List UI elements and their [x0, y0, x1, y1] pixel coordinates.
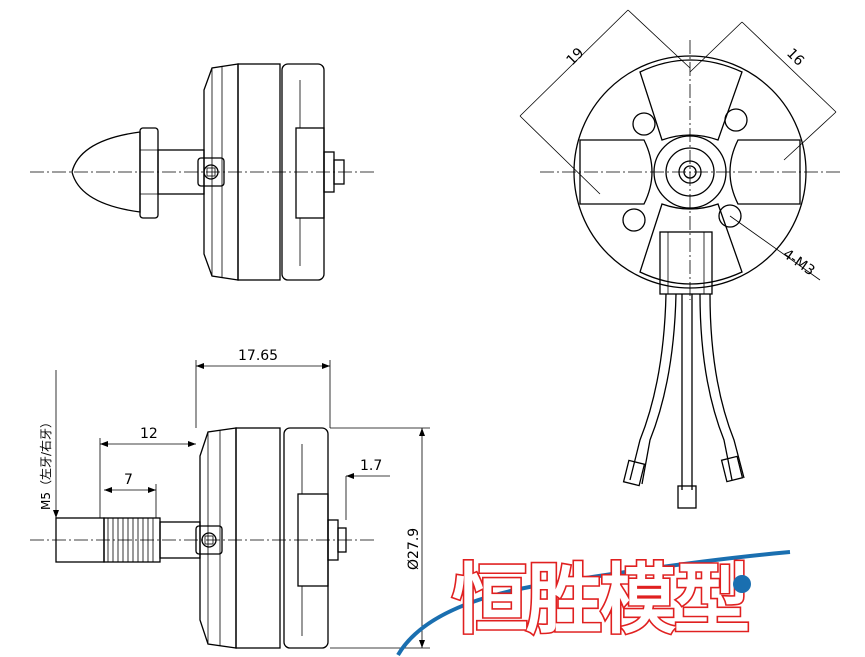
rear-mount-view: 19 16 4-M3: [519, 9, 840, 300]
dim-thread-spec: M5（左牙/右牙）: [38, 416, 53, 510]
side-view-with-prop-nut: [30, 63, 375, 281]
dim-thread-length: 7: [124, 472, 133, 488]
dim-diameter: Ø27.9: [406, 528, 422, 570]
side-view-dimensioned: 17.65 12 7 M5（左牙/右牙） 1.7 Ø27.9: [30, 348, 430, 649]
logo-text: 恒胜模型: [452, 555, 748, 644]
watermark-logo: 恒胜模型: [396, 550, 791, 657]
logo-dot: [733, 575, 751, 593]
thread-hatching: [107, 518, 154, 562]
logo-swoosh: [396, 550, 791, 657]
dim-flange-gap: 1.7: [360, 458, 382, 474]
dim-overall-length: 17.65: [238, 348, 278, 364]
motor-wires: [622, 293, 745, 509]
dim-hole-spacing-b: 16: [783, 46, 807, 70]
dim-shaft-length: 12: [140, 426, 158, 442]
dim-hole-spacing-a: 19: [564, 45, 588, 69]
